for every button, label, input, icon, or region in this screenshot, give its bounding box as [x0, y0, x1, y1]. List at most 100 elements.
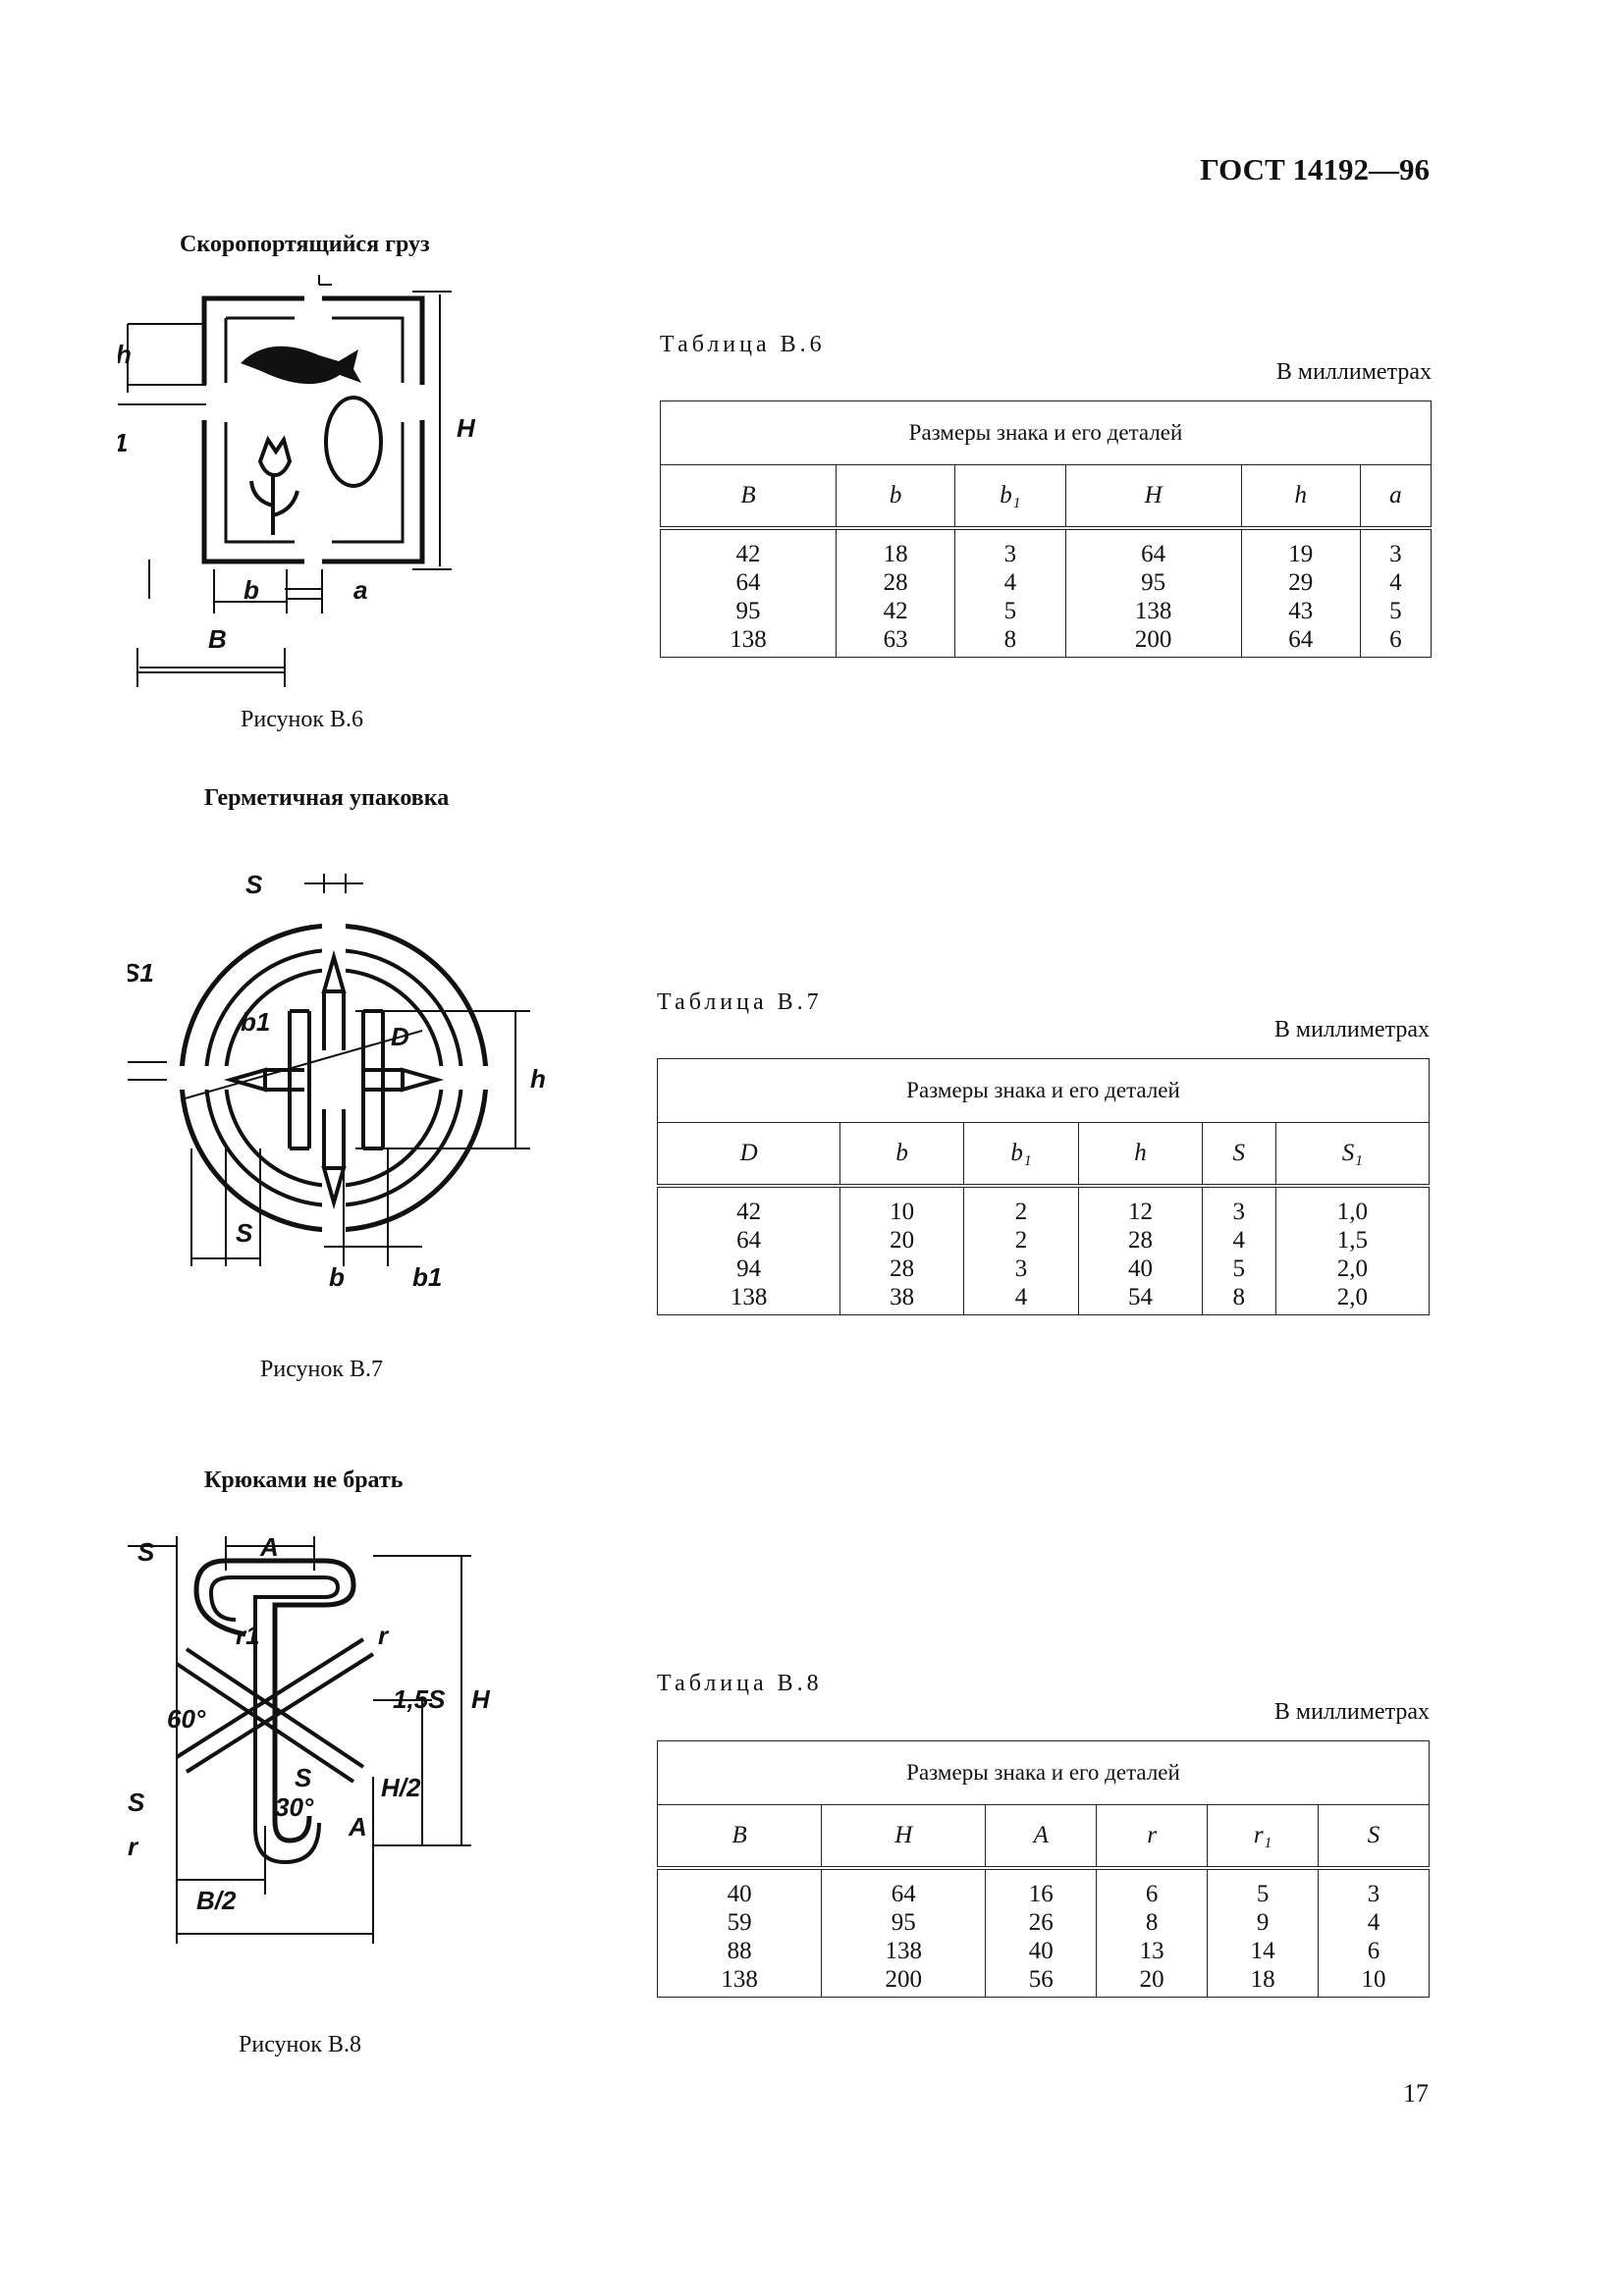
table-cell: 28	[883, 569, 908, 596]
table-cell: 40	[727, 1881, 752, 1907]
dim-label-b1-inner: b1	[241, 1007, 270, 1037]
dim-label-A-side: A	[348, 1812, 367, 1842]
table-cell: 28	[890, 1255, 915, 1282]
table-cell: 64	[1288, 626, 1314, 653]
table-cell: 12	[1127, 1199, 1153, 1225]
page-number: 17	[1403, 2079, 1429, 2108]
column-header: B	[659, 464, 838, 530]
table-cell: 13	[1139, 1938, 1164, 1964]
column-header: b₁	[962, 1122, 1080, 1188]
dim-label-b: b	[243, 575, 259, 605]
table-cell: 10	[1361, 1966, 1386, 1993]
table-cell: 2	[1014, 1227, 1028, 1254]
table-cell: 5	[1389, 598, 1402, 624]
table-cell: 20	[1139, 1966, 1164, 1993]
table-cell: 26	[1028, 1909, 1054, 1936]
column-header: A	[985, 1804, 1098, 1870]
table-cell: 2,0	[1336, 1284, 1368, 1310]
table-cell: 20	[890, 1227, 915, 1254]
table-units: В миллиметрах	[1273, 1699, 1430, 1725]
dim-label-H: H	[471, 1684, 491, 1714]
table-cell: 138	[730, 1284, 768, 1310]
figure-caption: Рисунок В.7	[260, 1357, 384, 1382]
table-cell: 6	[1145, 1881, 1159, 1907]
dim-label-h: h	[530, 1064, 546, 1094]
dim-label-B: B	[245, 1938, 264, 1944]
table-cell: 6	[1389, 626, 1402, 653]
dim-label-S-mid: S	[295, 1763, 312, 1792]
column-header: B	[656, 1804, 823, 1870]
dim-label-H: H	[457, 413, 476, 443]
table-title: Таблица В.8	[657, 1671, 823, 1696]
column-header: h	[1240, 464, 1361, 530]
dim-label-b1: b1	[118, 428, 128, 457]
table-units: В миллиметрах	[1273, 1017, 1430, 1042]
column-header: r₁	[1207, 1804, 1320, 1870]
column-header: D	[656, 1122, 841, 1188]
table-cell: 4	[1014, 1284, 1028, 1310]
dim-label-D: D	[391, 1022, 409, 1051]
table-cell: 8	[1003, 626, 1017, 653]
table-cell: 95	[735, 598, 761, 624]
table-cell: 138	[730, 626, 767, 653]
table-cell: 38	[890, 1284, 915, 1310]
dim-label-h: h	[118, 340, 132, 369]
dim-label-a: a	[353, 575, 367, 605]
table-title: Таблица В.7	[657, 989, 823, 1015]
dim-label-H-half: H/2	[381, 1773, 421, 1802]
figure-hermetic-packaging: S S1 b1 D h b1 S b b1	[128, 870, 546, 1292]
table-cell: 95	[1141, 569, 1166, 596]
table-cell: 3	[1232, 1199, 1246, 1225]
table-cell: 54	[1127, 1284, 1153, 1310]
table-title: Таблица В.6	[660, 332, 826, 357]
table-cell: 18	[1250, 1966, 1275, 1993]
table-cell: 9	[1256, 1909, 1270, 1936]
column-header: h	[1078, 1122, 1203, 1188]
table-span-header: Размеры знака и его деталей	[657, 1058, 1430, 1123]
table-cell: 94	[736, 1255, 762, 1282]
dim-label-B-half: B/2	[196, 1886, 237, 1915]
dim-label-b: b	[329, 1262, 345, 1292]
column-header: a	[1359, 464, 1433, 530]
table-cell: 2	[1014, 1199, 1028, 1225]
table-span-header: Размеры знака и его деталей	[660, 400, 1432, 465]
dim-label-30-deg: 30°	[275, 1792, 314, 1822]
table-cell: 5	[1256, 1881, 1270, 1907]
dim-label-A-top: A	[259, 1532, 279, 1562]
table-span-header: Размеры знака и его деталей	[657, 1740, 1430, 1805]
table-cell: 3	[1014, 1255, 1028, 1282]
table-cell: 64	[891, 1881, 916, 1907]
table-cell: 4	[1367, 1909, 1380, 1936]
table-cell: 95	[891, 1909, 916, 1936]
table-cell: 42	[735, 541, 761, 567]
dim-label-S-top: S	[245, 870, 263, 899]
dim-label-60-deg: 60°	[167, 1704, 206, 1734]
column-header: S	[1201, 1122, 1276, 1188]
column-header: H	[1064, 464, 1242, 530]
table-cell: 2,0	[1336, 1255, 1368, 1282]
figure-no-hooks: S A r1 r 1,5S 60° S 30° S H H/2 A r B/2 …	[128, 1532, 491, 1944]
table-cell: 138	[721, 1966, 758, 1993]
dim-label-r1: r1	[236, 1621, 260, 1650]
table-cell: 8	[1232, 1284, 1246, 1310]
column-header: b	[839, 1122, 964, 1188]
table-cell: 6	[1367, 1938, 1380, 1964]
dim-label-S-bottom: S	[236, 1218, 253, 1248]
table-cell: 200	[1134, 626, 1172, 653]
dim-label-r-bottom: r	[128, 1832, 139, 1861]
table-cell: 8	[1145, 1909, 1159, 1936]
dim-label-1-5S: 1,5S	[393, 1684, 446, 1714]
